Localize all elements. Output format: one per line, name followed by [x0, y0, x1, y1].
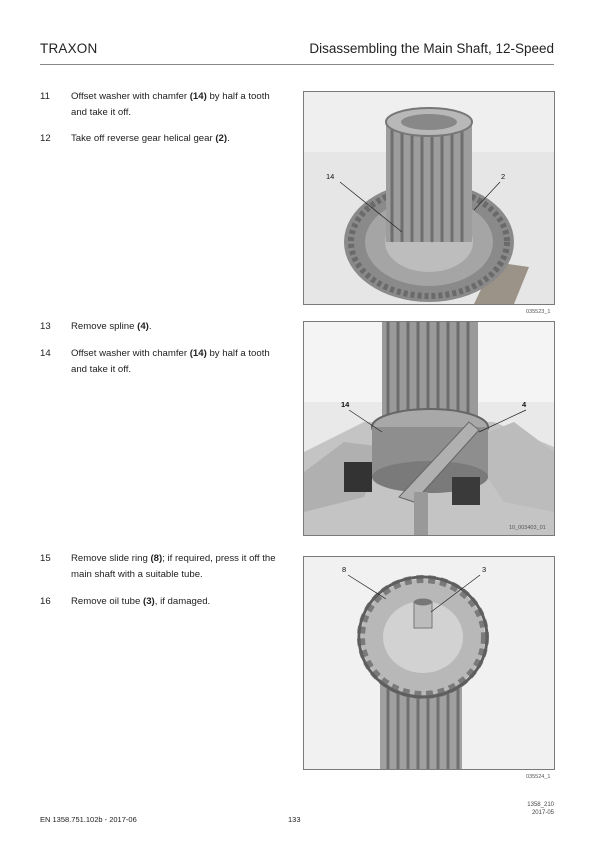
header-title: Disassembling the Main Shaft, 12-Speed [309, 41, 554, 56]
step-number: 14 [40, 348, 51, 359]
footer-code-date: 2017-05 [531, 810, 554, 816]
figure-spline: 14 4 10_003403_01 [303, 321, 555, 536]
step-text: Remove spline (4). [71, 321, 152, 332]
header-brand: TRAXON [40, 41, 98, 56]
gear-photo-illustration [304, 92, 554, 304]
step-text: Offset washer with chamfer (14) by half … [71, 348, 270, 375]
figure-slide-ring: 8 3 [303, 556, 555, 770]
figure-reverse-gear: 14 2 [303, 91, 555, 305]
part-ref: (3) [143, 596, 155, 607]
step-number: 15 [40, 553, 51, 564]
part-ref: (8) [150, 553, 163, 564]
part-ref: (14) [189, 91, 207, 102]
step-text: Take off reverse gear helical gear (2). [71, 133, 230, 144]
figure-id: 035523_1 [526, 309, 551, 315]
step-number: 11 [40, 91, 50, 102]
header-divider [40, 64, 554, 65]
spline-photo-illustration [304, 322, 554, 535]
step-number: 12 [40, 133, 51, 144]
callout-label: 14 [341, 400, 350, 409]
callout-label: 2 [501, 172, 506, 181]
step-text: Offset washer with chamfer (14) by half … [71, 91, 270, 118]
callout-label: 8 [342, 565, 347, 574]
page-number: 133 [288, 815, 301, 824]
part-ref: (14) [189, 348, 207, 359]
part-ref: (4) [137, 321, 149, 332]
footer-code: 1358_210 2017-05 [527, 801, 554, 817]
figure-id: 035524_1 [526, 774, 551, 780]
step-text: Remove slide ring (8); if required, pres… [71, 553, 276, 580]
callout-label: 14 [326, 172, 335, 181]
step-number: 13 [40, 321, 51, 332]
callout-label: 3 [482, 565, 487, 574]
callout-label: 4 [522, 400, 527, 409]
footer-code-number: 1358_210 [527, 802, 554, 808]
figure-id: 10_003403_01 [509, 525, 546, 531]
step-number: 16 [40, 596, 51, 607]
document-reference: EN 1358.751.102b - 2017-06 [40, 815, 137, 824]
step-text: Remove oil tube (3), if damaged. [71, 596, 211, 607]
part-ref: (2) [215, 133, 228, 144]
slide-ring-photo-illustration [304, 557, 554, 769]
